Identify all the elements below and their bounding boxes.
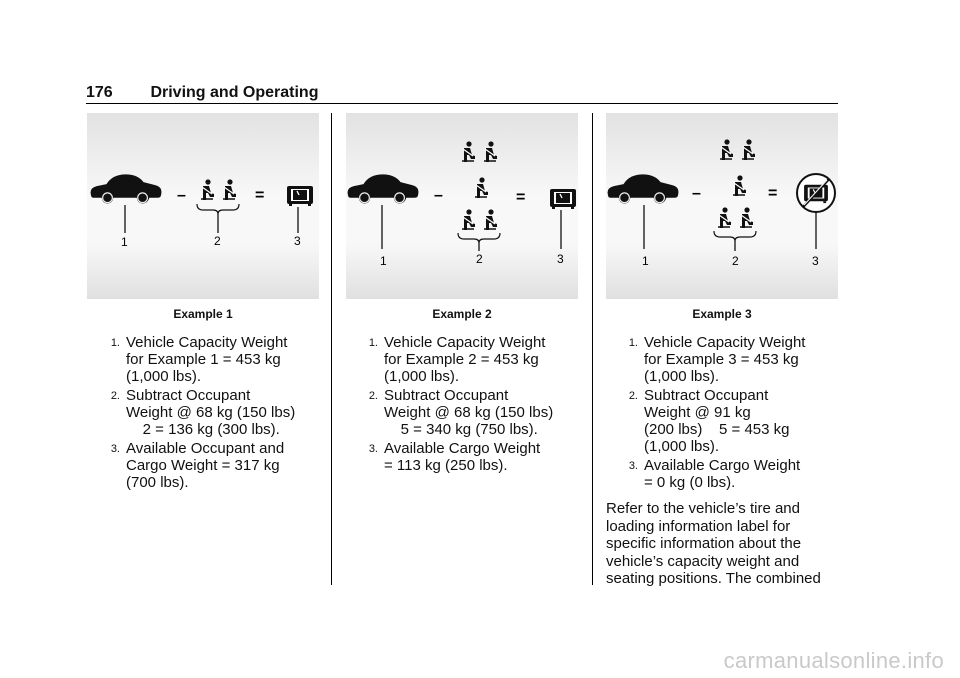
figure-example-1: – = 1 2 3: [87, 113, 319, 299]
figure-caption: Example 2: [432, 307, 492, 321]
callout-1: 1: [121, 235, 128, 249]
callout-2: 2: [476, 252, 483, 266]
list-item: 1.Vehicle Capacity Weight for Example 2 …: [368, 334, 546, 385]
list-item: 2.Subtract Occupant Weight @ 68 kg (150 …: [368, 387, 554, 438]
callout-3: 3: [812, 254, 819, 268]
equals-sign: =: [255, 187, 264, 204]
callout-1: 1: [642, 254, 649, 268]
minus-sign: –: [434, 187, 443, 204]
equals-sign: =: [768, 185, 777, 202]
figure-example-2: – = 1 2 3: [346, 113, 578, 299]
callout-3: 3: [557, 252, 564, 266]
list-item: 2.Subtract Occupant Weight @ 68 kg (150 …: [110, 387, 296, 438]
list-item: 1.Vehicle Capacity Weight for Example 1 …: [110, 334, 288, 385]
section-title: Driving and Operating: [150, 84, 319, 101]
figure-caption: Example 3: [692, 307, 752, 321]
watermark: carmanualsonline.info: [723, 648, 944, 673]
header-rule: [86, 103, 838, 104]
body-paragraph: Refer to the vehicle’s tire and loading …: [606, 500, 821, 587]
column-divider: [331, 113, 332, 585]
list-item: 3.Available Occupant and Cargo Weight = …: [110, 440, 285, 491]
steps-list-example-3: 1.Vehicle Capacity Weight for Example 3 …: [614, 334, 850, 493]
list-item: 3.Available Cargo Weight = 113 kg (250 l…: [368, 440, 541, 474]
steps-list-example-1: 1.Vehicle Capacity Weight for Example 1 …: [96, 334, 332, 493]
callout-2: 2: [732, 254, 739, 268]
callout-2: 2: [214, 234, 221, 248]
column-divider: [592, 113, 593, 585]
list-item: 1.Vehicle Capacity Weight for Example 3 …: [628, 334, 806, 385]
equals-sign: =: [516, 189, 525, 206]
minus-sign: –: [692, 185, 701, 202]
callout-3: 3: [294, 234, 301, 248]
list-item: 3.Available Cargo Weight = 0 kg (0 lbs).: [628, 457, 801, 491]
luggage-icon: [549, 188, 577, 210]
page-header: 176 Driving and Operating: [86, 84, 318, 102]
no-cargo-icon: [796, 173, 836, 213]
luggage-icon: [286, 185, 314, 207]
figure-caption: Example 1: [173, 307, 233, 321]
list-item: 2.Subtract Occupant Weight @ 91 kg (200 …: [628, 387, 790, 455]
figure-example-3: – = 1 2 3: [606, 113, 838, 299]
steps-list-example-2: 1.Vehicle Capacity Weight for Example 2 …: [354, 334, 590, 476]
minus-sign: –: [177, 187, 186, 204]
page-number: 176: [86, 84, 113, 101]
callout-1: 1: [380, 254, 387, 268]
